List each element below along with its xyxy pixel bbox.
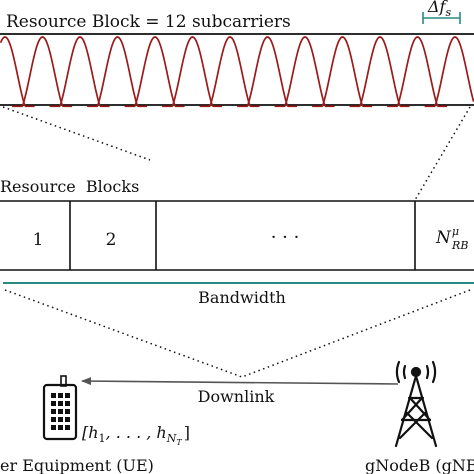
last-block-sub: RB [451, 239, 468, 252]
subcarrier-wave [49, 36, 110, 108]
subcarrier-wave [387, 36, 448, 108]
resource-block-row [0, 200, 474, 271]
subcarrier-wave [199, 36, 260, 108]
subcarrier-wave [349, 36, 410, 108]
subcarrier-wave [162, 36, 223, 108]
subcarrier-wave [424, 36, 474, 108]
tower-icon [394, 360, 438, 448]
zoom-line-top-right [414, 106, 471, 201]
channel-first-sub: 1 [99, 432, 106, 445]
subcarrier-wave [237, 36, 298, 108]
gnb-label: gNodeB (gNB [365, 456, 474, 474]
block-ellipsis: · · · [271, 227, 300, 248]
channel-vector: [h1, . . . , hNT] [82, 423, 190, 447]
channel-open: [h [82, 423, 99, 442]
downlink-arrow [81, 377, 399, 386]
resource-block-label: Resource Block = 12 subcarriers [6, 12, 291, 32]
subcarrier-wave [312, 36, 373, 108]
channel-last-sub-sub: T [176, 438, 182, 447]
subcarrier-spacing-label: Δfs [427, 0, 451, 19]
zoom-line-bottom-right [241, 289, 471, 378]
channel-middle: , . . . , h [106, 423, 167, 442]
last-block-base: N [435, 228, 452, 248]
subcarrier-wave [124, 36, 185, 108]
block-1-label: 1 [33, 230, 44, 250]
downlink-label: Downlink [198, 387, 275, 406]
channel-close: ] [184, 423, 190, 442]
subcarrier-wave [12, 36, 73, 108]
subcarrier-waves [0, 36, 474, 108]
channel-last-sub: N [166, 432, 177, 445]
zoom-line-top-left [2, 106, 151, 161]
subcarrier-wave [0, 36, 35, 108]
resource-blocks-label: Resource Blocks [0, 177, 139, 196]
block-2-label: 2 [106, 230, 117, 250]
zoom-line-bottom-left [4, 289, 243, 378]
delta-f-subscript: s [445, 6, 451, 19]
subcarrier-spacing-bracket [422, 12, 461, 24]
bandwidth-label: Bandwidth [198, 288, 286, 307]
subcarrier-wave [87, 36, 148, 108]
phone-icon [42, 375, 78, 441]
subcarrier-wave [274, 36, 335, 108]
ue-label: er Equipment (UE) [0, 456, 154, 474]
last-block-sup: μ [452, 225, 459, 238]
delta-f-symbol: Δf [427, 0, 449, 16]
